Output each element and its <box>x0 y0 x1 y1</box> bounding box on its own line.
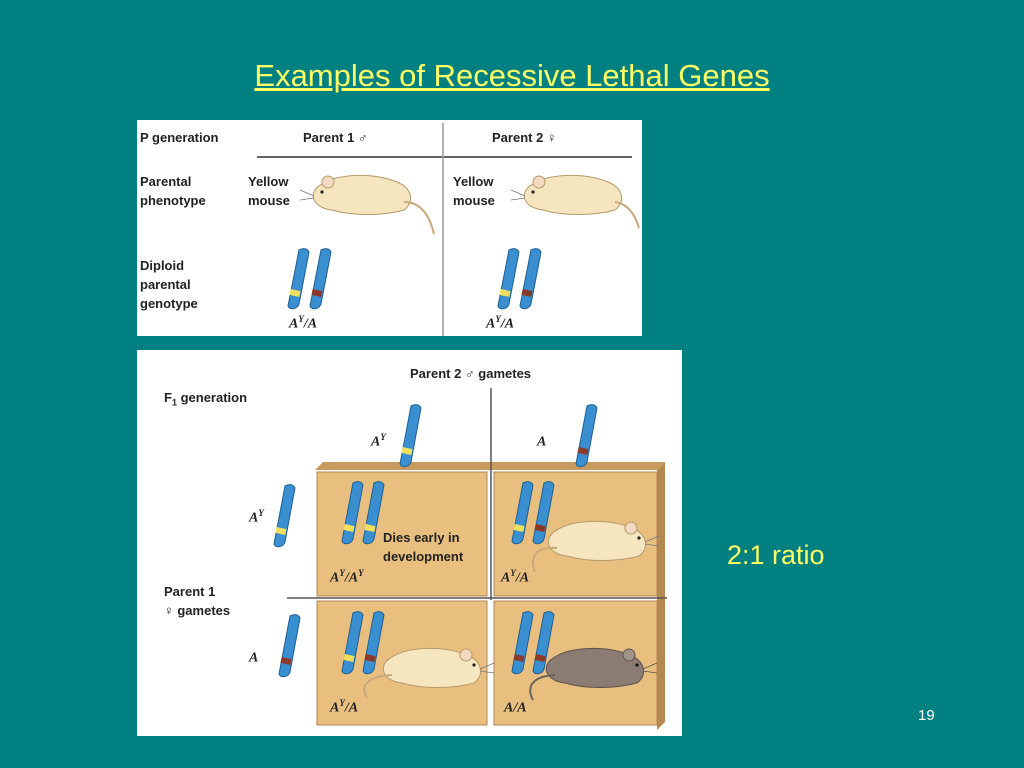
gamete-top-left-label: AY <box>371 432 386 450</box>
gamete-left-bottom-label: A <box>249 650 259 666</box>
f1-panel-graphics <box>273 388 667 730</box>
chromosome-pair-parent1 <box>287 248 332 310</box>
yellow-mouse-parent1 <box>299 174 435 235</box>
parent1-phenotype: Yellow mouse <box>248 174 290 208</box>
parent2-genotype: AY/A <box>486 314 515 332</box>
gamete-left-top-label: AY <box>249 508 264 526</box>
yellow-mouse-parent2 <box>510 174 640 229</box>
parental-phenotype-label: Parental phenotype <box>140 174 206 208</box>
chromosome-pair-parent2 <box>497 248 542 310</box>
f1-generation-label: F1 generation <box>164 390 248 408</box>
f1-generation-panel: F1 generation Parent 2 ♂ gametes Parent … <box>137 350 682 736</box>
slide-title: Examples of Recessive Lethal Genes <box>254 58 770 93</box>
p-generation-label: P generation <box>140 130 219 145</box>
cell-genotype-aa: A/A <box>504 700 527 716</box>
gamete-top-right-label: A <box>537 434 547 450</box>
p-generation-panel: P generation Parent 1 ♂ Parent 2 ♀ Paren… <box>137 120 642 336</box>
parent2-phenotype: Yellow mouse <box>453 174 495 208</box>
dies-early-text: Dies early in development <box>383 530 464 564</box>
parent2-label: Parent 2 ♀ <box>492 130 557 145</box>
slide-number: 19 <box>918 707 935 724</box>
p-panel-graphics <box>257 123 640 336</box>
parent1-label: Parent 1 ♂ <box>303 130 368 145</box>
cell-genotype-ayay: AY/AY <box>330 568 364 586</box>
parent1-genotype: AY/A <box>289 314 318 332</box>
ratio-text: 2:1 ratio <box>727 540 825 570</box>
cell-genotype-aya-top: AY/A <box>501 568 530 586</box>
parent2-gametes-label: Parent 2 ♂ gametes <box>410 366 532 381</box>
diploid-genotype-label: Diploid parental genotype <box>140 258 198 311</box>
parent1-gametes-label: Parent 1 ♀ gametes <box>164 584 231 618</box>
cell-genotype-aya-bottom: AY/A <box>330 698 359 716</box>
